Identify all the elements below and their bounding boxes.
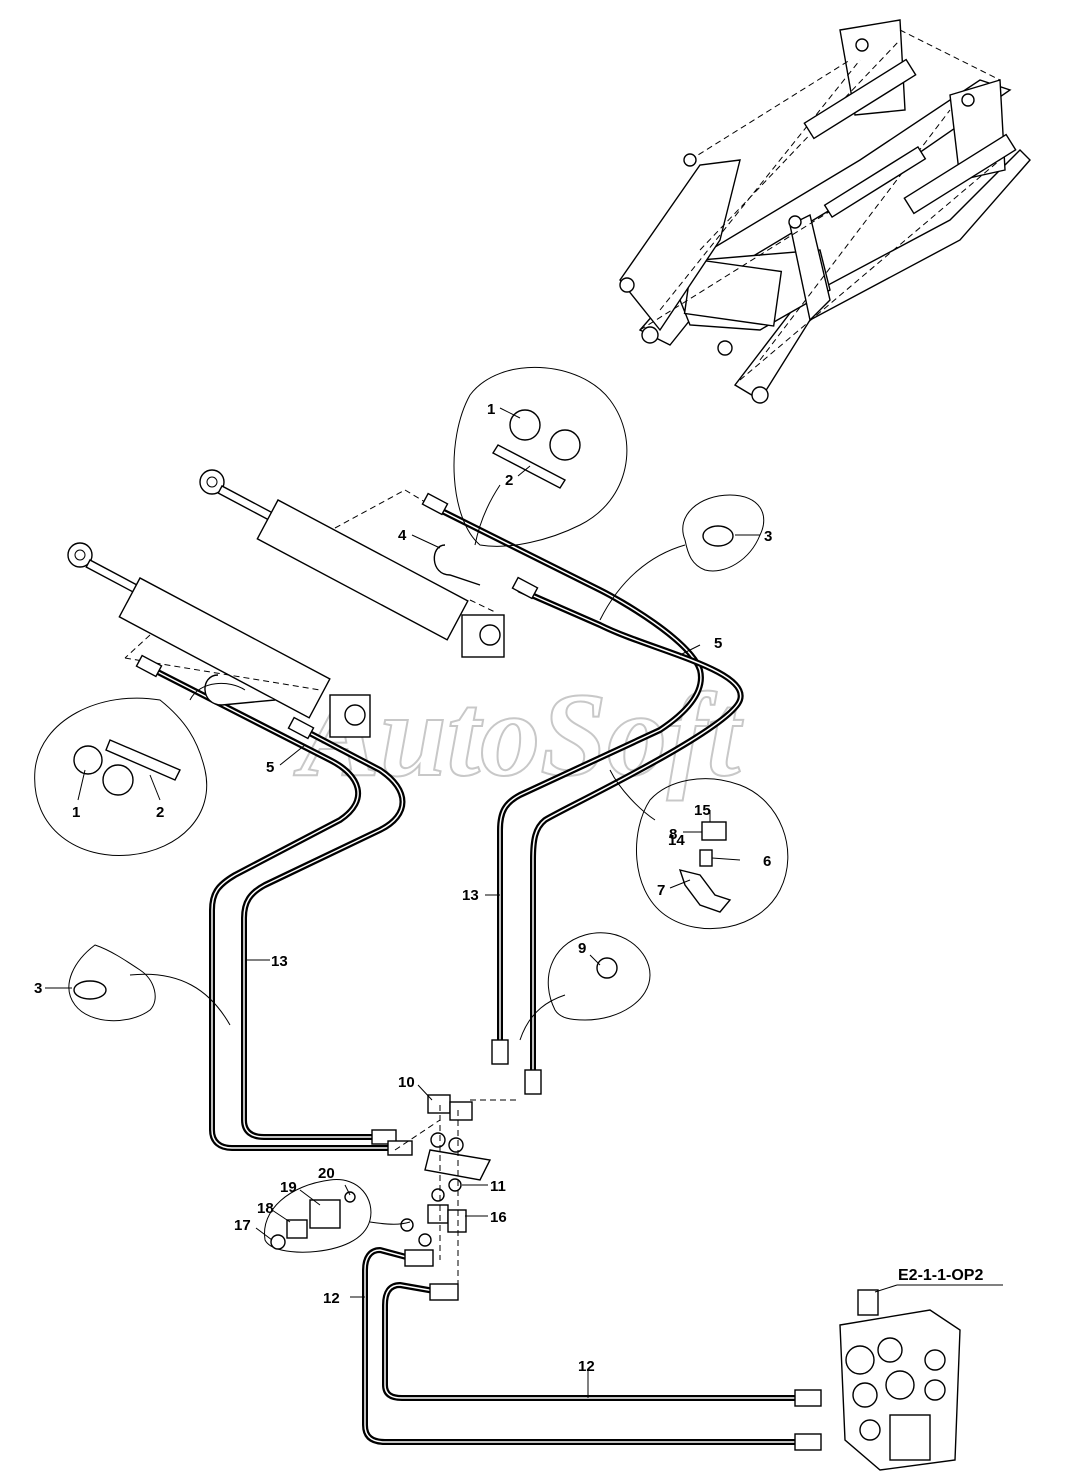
callout-13-right: 13: [462, 887, 479, 904]
callout-9: 9: [578, 940, 586, 957]
detail-bubble-bracket: [636, 778, 789, 930]
detail-bubble-top: [453, 367, 628, 547]
callout-3-top: 3: [764, 528, 772, 545]
valve-fittings-cluster: [394, 1094, 520, 1300]
callout-1-left: 1: [72, 804, 80, 821]
callout-2-left: 2: [156, 804, 164, 821]
callout-4: 4: [398, 527, 407, 544]
callout-18: 18: [257, 1200, 274, 1217]
callout-14: 14: [668, 832, 685, 849]
detail-bubble-plug: [263, 1179, 372, 1253]
reference-code: E2-1-1-OP2: [898, 1267, 983, 1284]
reference-leader: [874, 1284, 898, 1293]
upper-lift-cylinder: [199, 469, 505, 658]
callout-12-bottom: 12: [578, 1358, 595, 1375]
callout-leaders: [45, 407, 760, 1398]
callout-1-top: 1: [487, 401, 495, 418]
callout-2-top: 2: [505, 472, 513, 489]
hose-assembly-12: [362, 1247, 822, 1451]
callout-16: 16: [490, 1209, 507, 1226]
callout-7: 7: [657, 882, 665, 899]
callout-8: 8: [669, 826, 677, 843]
callout-17: 17: [234, 1217, 251, 1234]
callout-19: 19: [280, 1179, 297, 1196]
callout-6: 6: [763, 853, 771, 870]
callout-13-left: 13: [271, 953, 288, 970]
detail-bubble-left: [34, 697, 208, 857]
callout-15: 15: [694, 802, 711, 819]
callout-labels: 1 2 3 4 5 5 1 2 15 14 8 6 7 13 13 3 9 10…: [34, 401, 772, 1375]
callout-10: 10: [398, 1074, 415, 1091]
detail-bubble-clip: [547, 932, 651, 1021]
callout-12-left: 12: [323, 1290, 340, 1307]
hose-assembly-13-upper: [427, 502, 744, 1078]
callout-5-right: 5: [714, 635, 722, 652]
callout-20: 20: [318, 1165, 335, 1182]
callout-5-left: 5: [266, 759, 274, 776]
hose-assembly-13-lower: [147, 665, 406, 1151]
callout-11: 11: [490, 1178, 506, 1195]
steel-tube-4: [204, 544, 481, 706]
loader-frame-assembly: [619, 19, 1031, 404]
control-valve-block: [839, 1289, 961, 1471]
hose-end-fittings: [135, 492, 542, 1156]
detail-bubble-clamp-top: [682, 494, 765, 572]
detail-bubble-clamp-left: [68, 944, 156, 1022]
callout-3-left: 3: [34, 980, 42, 997]
